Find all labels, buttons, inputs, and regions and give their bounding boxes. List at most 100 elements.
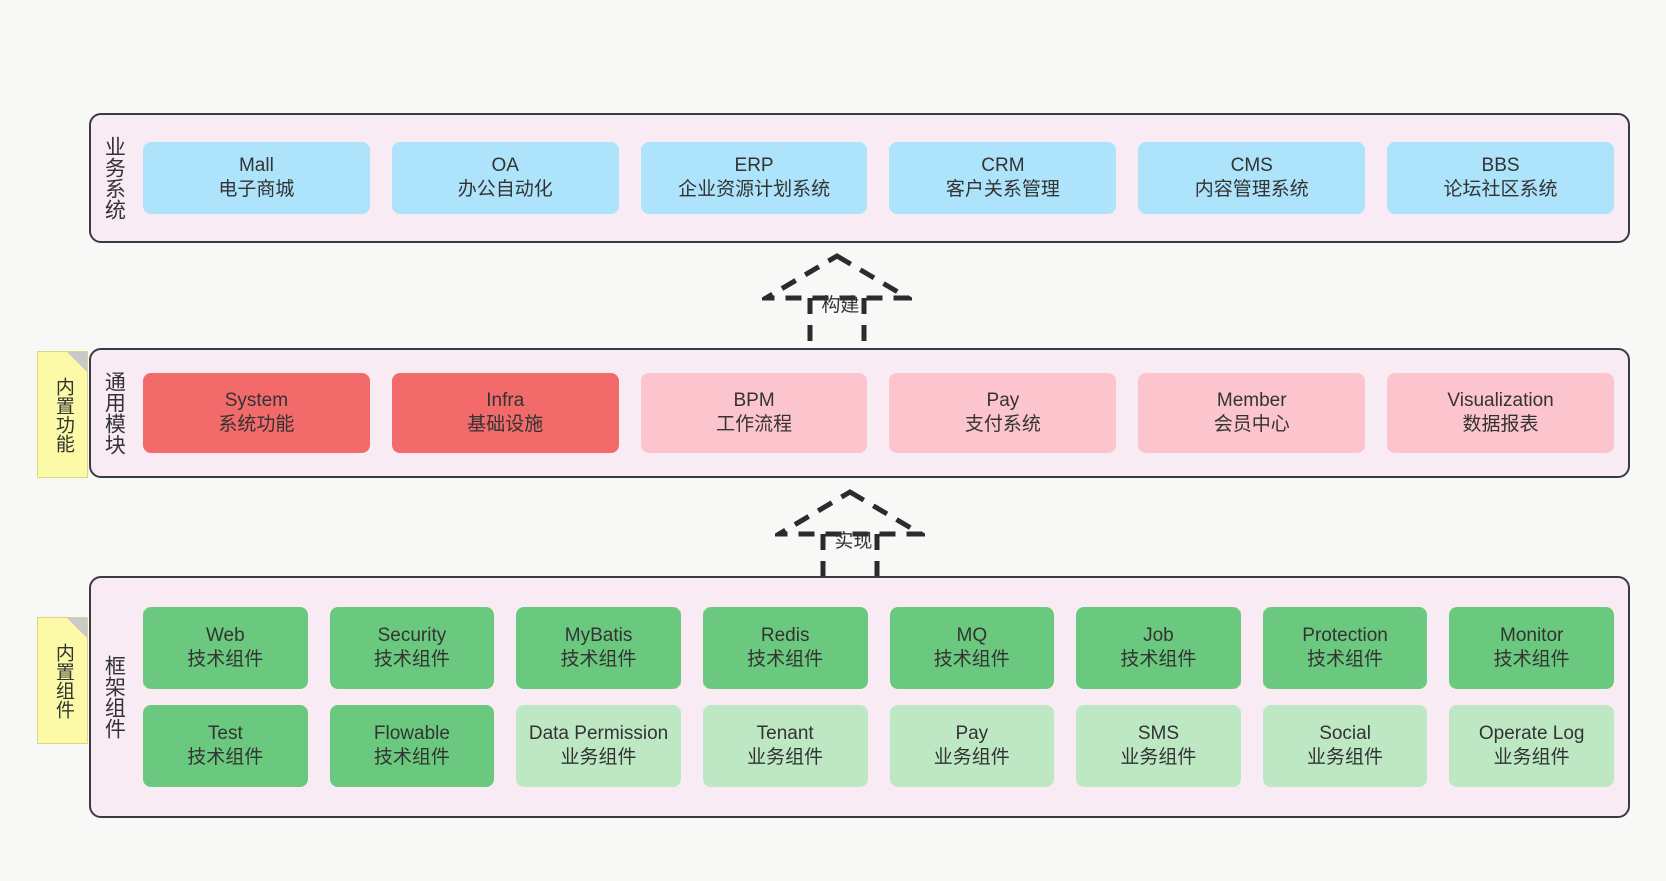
generalization-arrow-icon — [775, 489, 925, 584]
card-system[interactable]: System 系统功能 — [143, 373, 370, 453]
card-title-en: ERP — [734, 154, 774, 176]
card-title-en: Web — [205, 624, 245, 646]
layer-framework-components: 框架组件 Web 技术组件 Security 技术组件 MyBatis 技术组件… — [89, 576, 1630, 818]
arrow-implement: 实现 — [775, 488, 925, 584]
card-oa[interactable]: OA 办公自动化 — [391, 142, 619, 214]
note-builtin-components: 内置组件 — [37, 617, 88, 744]
arrow-label-implement: 实现 — [834, 531, 873, 552]
card-title-cn: 办公自动化 — [457, 179, 553, 200]
card-title-en: Data Permission — [528, 722, 669, 744]
card-title-en: Test — [207, 722, 243, 744]
layer-body-common: System 系统功能 Infra 基础设施 BPM 工作流程 Pay 支付系统… — [135, 350, 1628, 476]
card-title-cn: 技术组件 — [187, 649, 264, 670]
card-security[interactable]: Security 技术组件 — [329, 607, 495, 689]
layer-title-common: 通用模块 — [102, 371, 126, 455]
card-title-en: BPM — [733, 389, 775, 411]
card-mall[interactable]: Mall 电子商城 — [143, 142, 370, 214]
note-label: 内置功能 — [52, 376, 74, 453]
card-title-cn: 技术组件 — [933, 649, 1010, 670]
card-title-cn: 企业资源计划系统 — [678, 179, 831, 200]
card-mybatis[interactable]: MyBatis 技术组件 — [516, 607, 681, 689]
card-title-cn: 业务组件 — [1493, 747, 1570, 768]
card-title-en: Security — [377, 624, 447, 646]
card-title-cn: 业务组件 — [1120, 747, 1197, 768]
card-title-en: MQ — [956, 624, 988, 646]
card-web[interactable]: Web 技术组件 — [143, 607, 308, 689]
card-title-en: Job — [1143, 624, 1174, 646]
card-title-en: Flowable — [373, 722, 450, 744]
card-title-en: Visualization — [1447, 389, 1554, 411]
card-title-cn: 会员中心 — [1213, 414, 1290, 435]
card-title-en: CMS — [1230, 154, 1273, 176]
card-title-en: OA — [491, 154, 519, 176]
card-crm[interactable]: CRM 客户关系管理 — [889, 142, 1117, 214]
card-title-en: SMS — [1137, 722, 1180, 744]
card-title-cn: 业务组件 — [747, 747, 824, 768]
card-title-en: Mall — [238, 154, 274, 176]
layer-business-systems: 业务系统 Mall 电子商城 OA 办公自动化 ERP 企业资源计划系统 CRM… — [89, 113, 1630, 243]
card-cms[interactable]: CMS 内容管理系统 — [1138, 142, 1366, 214]
card-test[interactable]: Test 技术组件 — [143, 705, 308, 787]
card-job[interactable]: Job 技术组件 — [1076, 607, 1241, 689]
note-builtin-features: 内置功能 — [37, 351, 88, 478]
card-title-cn: 技术组件 — [373, 649, 450, 670]
card-title-cn: 技术组件 — [187, 747, 264, 768]
card-bpm[interactable]: BPM 工作流程 — [640, 373, 868, 453]
card-title-en: Pay — [986, 389, 1020, 411]
card-sms[interactable]: SMS 业务组件 — [1076, 705, 1241, 787]
card-title-en: Tenant — [756, 722, 814, 744]
layer-common-modules: 通用模块 System 系统功能 Infra 基础设施 BPM 工作流程 Pay… — [89, 348, 1630, 478]
card-title-en: System — [224, 389, 289, 411]
card-title-en: MyBatis — [564, 624, 633, 646]
card-title-cn: 支付系统 — [964, 414, 1041, 435]
card-title-en: BBS — [1481, 154, 1520, 176]
arrow-label-build: 构建 — [821, 295, 860, 316]
card-monitor[interactable]: Monitor 技术组件 — [1449, 607, 1614, 689]
card-erp[interactable]: ERP 企业资源计划系统 — [640, 142, 868, 214]
card-title-en: Operate Log — [1478, 722, 1585, 744]
card-title-cn: 客户关系管理 — [945, 179, 1060, 200]
card-title-en: Protection — [1302, 624, 1388, 646]
layer-title-business: 业务系统 — [102, 136, 126, 220]
card-title-cn: 技术组件 — [1493, 649, 1570, 670]
card-row: Mall 电子商城 OA 办公自动化 ERP 企业资源计划系统 CRM 客户关系… — [143, 142, 1614, 214]
card-operate-log[interactable]: Operate Log 业务组件 — [1449, 705, 1614, 787]
card-member[interactable]: Member 会员中心 — [1138, 373, 1366, 453]
card-title-cn: 论坛社区系统 — [1443, 179, 1558, 200]
card-title-cn: 业务组件 — [560, 747, 637, 768]
card-title-cn: 技术组件 — [747, 649, 824, 670]
card-title-cn: 业务组件 — [1307, 747, 1384, 768]
card-title-en: Infra — [486, 389, 525, 411]
card-pay[interactable]: Pay 支付系统 — [889, 373, 1117, 453]
note-fold-icon — [67, 352, 87, 372]
card-tenant[interactable]: Tenant 业务组件 — [702, 705, 868, 787]
card-title-cn: 技术组件 — [373, 747, 450, 768]
card-flowable[interactable]: Flowable 技术组件 — [329, 705, 495, 787]
card-bbs[interactable]: BBS 论坛社区系统 — [1387, 142, 1614, 214]
card-title-cn: 工作流程 — [716, 414, 793, 435]
generalization-arrow-icon — [762, 253, 912, 348]
card-title-en: Pay — [955, 722, 989, 744]
card-data-permission[interactable]: Data Permission 业务组件 — [516, 705, 681, 787]
layer-title-framework: 框架组件 — [102, 655, 126, 739]
card-protection[interactable]: Protection 技术组件 — [1262, 607, 1428, 689]
card-title-cn: 技术组件 — [1120, 649, 1197, 670]
card-infra[interactable]: Infra 基础设施 — [391, 373, 619, 453]
card-mq[interactable]: MQ 技术组件 — [889, 607, 1055, 689]
note-fold-icon — [67, 618, 87, 638]
card-row: Test 技术组件 Flowable 技术组件 Data Permission … — [143, 705, 1614, 787]
arrow-build: 构建 — [762, 252, 912, 348]
card-pay-component[interactable]: Pay 业务组件 — [889, 705, 1055, 787]
card-redis[interactable]: Redis 技术组件 — [702, 607, 868, 689]
card-title-cn: 数据报表 — [1462, 414, 1539, 435]
card-title-cn: 基础设施 — [467, 414, 544, 435]
card-title-en: Redis — [760, 624, 810, 646]
card-title-cn: 技术组件 — [1307, 649, 1384, 670]
layer-body-business: Mall 电子商城 OA 办公自动化 ERP 企业资源计划系统 CRM 客户关系… — [135, 115, 1628, 241]
note-label: 内置组件 — [52, 642, 74, 719]
layer-body-framework: Web 技术组件 Security 技术组件 MyBatis 技术组件 Redi… — [135, 578, 1628, 816]
card-title-cn: 电子商城 — [218, 179, 295, 200]
card-social[interactable]: Social 业务组件 — [1262, 705, 1428, 787]
card-visualization[interactable]: Visualization 数据报表 — [1387, 373, 1614, 453]
card-row: System 系统功能 Infra 基础设施 BPM 工作流程 Pay 支付系统… — [143, 373, 1614, 453]
